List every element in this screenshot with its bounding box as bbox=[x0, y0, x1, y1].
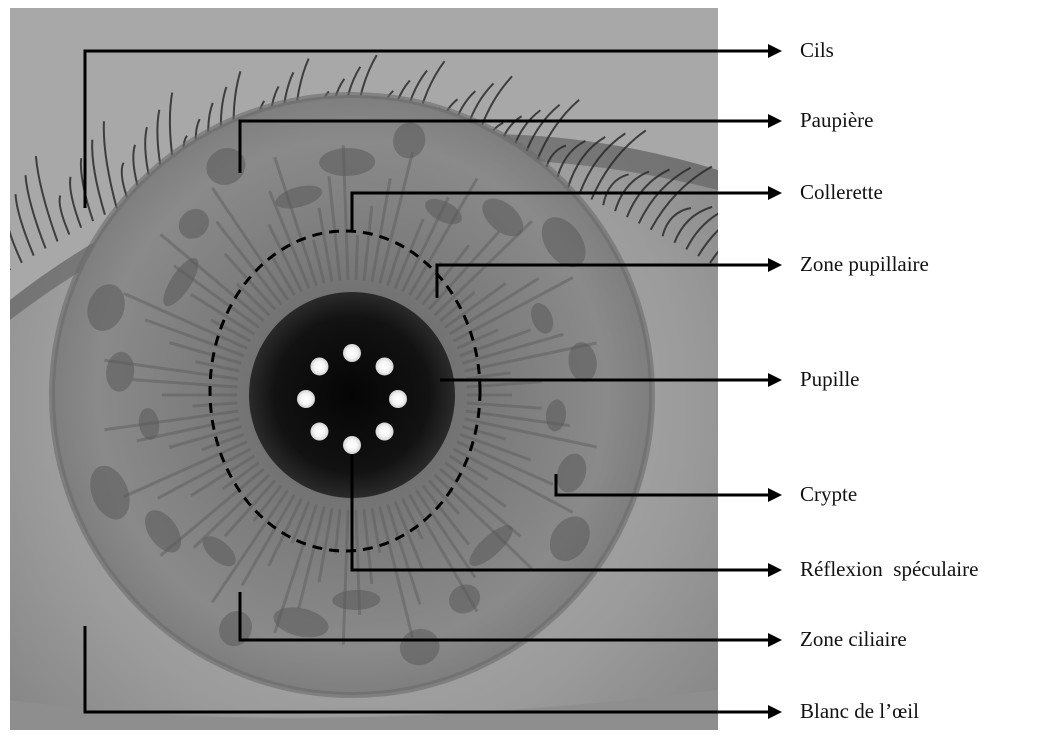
label-cils: Cils bbox=[800, 38, 834, 62]
specular-glint bbox=[297, 390, 315, 408]
specular-glint bbox=[310, 423, 328, 441]
specular-glint bbox=[389, 390, 407, 408]
specular-glint bbox=[310, 357, 328, 375]
label-zone-pupillaire: Zone pupillaire bbox=[800, 252, 929, 276]
label-crypte: Crypte bbox=[800, 482, 857, 506]
label-reflexion-speculaire: Réflexion spéculaire bbox=[800, 557, 978, 581]
eye-photo bbox=[0, 8, 777, 730]
specular-glint bbox=[376, 357, 394, 375]
specular-glint bbox=[343, 436, 361, 454]
label-blanc-de-loeil: Blanc de l’œil bbox=[800, 699, 919, 723]
label-zone-ciliaire: Zone ciliaire bbox=[800, 627, 907, 651]
label-pupille: Pupille bbox=[800, 367, 860, 391]
specular-glint bbox=[343, 344, 361, 362]
label-paupiere: Paupière bbox=[800, 108, 873, 132]
specular-glint bbox=[376, 423, 394, 441]
label-collerette: Collerette bbox=[800, 180, 883, 204]
callout-arrowheads bbox=[768, 44, 782, 719]
